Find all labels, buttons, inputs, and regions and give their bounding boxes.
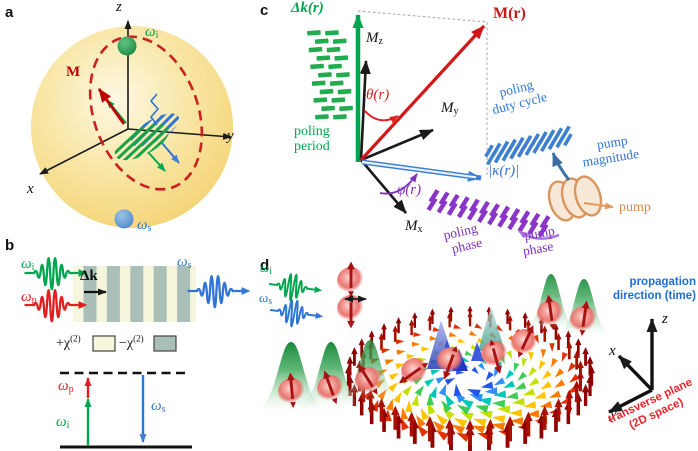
panel-c-graphics (307, 10, 614, 240)
z-axis-label-d: z (662, 311, 668, 327)
omega-i-level-label: ωi (56, 414, 70, 431)
panel-b-letter: b (5, 237, 15, 254)
crystal-stripes (83, 266, 191, 322)
omega-s-label-d: ωs (259, 290, 273, 307)
theta-arc (363, 109, 399, 124)
z-axis-label-a: z (116, 0, 122, 15)
panel-b-graphics (23, 257, 252, 449)
omega-s-label-a: ωs (137, 217, 152, 234)
signal-photon-dot (114, 209, 134, 229)
x-axis-label-a: x (27, 181, 34, 197)
omega-s-level-label: ωs (151, 398, 166, 415)
blue-squiggle-tail (149, 93, 160, 126)
idler-wavepacket-d (266, 270, 325, 306)
omega-p-level-label: ωp (58, 378, 74, 395)
chi-minus-swatch (153, 335, 177, 352)
omega-p-label-b: ωp (21, 289, 37, 306)
chi-minus-label: −χ(2) (119, 333, 144, 351)
chi-plus-swatch (92, 335, 116, 352)
My-axis (360, 128, 434, 162)
pump-phase-label: pump phase (521, 222, 556, 259)
omega-i-label-a: ωi (145, 24, 159, 41)
phi-label: φ(r) (397, 182, 422, 198)
kappa-label: |κ(r)| (488, 163, 520, 179)
panel-d-graphics (253, 261, 658, 451)
omega-i-label-d: ωi (260, 260, 272, 277)
spin-spheres (278, 261, 598, 409)
omega-s-label-b: ωs (177, 254, 192, 271)
Mz-label: Mz (366, 30, 383, 47)
phi-arc (379, 173, 418, 195)
x-axis (39, 128, 129, 175)
panel-a-graphics (31, 20, 233, 229)
delta-k-label-b: Δk (80, 268, 98, 284)
poling-duty-cycle-stripes (484, 125, 573, 166)
y-axis-d (608, 388, 653, 414)
poling-phase-stripes (426, 189, 551, 238)
signal-wavepacket (186, 275, 252, 309)
x-axis-label-d: x (609, 343, 616, 359)
idler-photon-dot (117, 36, 137, 56)
delta-k-r-label: Δk(r) (291, 0, 324, 16)
M-vector (359, 24, 486, 162)
propagation-label: propagation direction (time) (612, 276, 696, 302)
My-label: My (441, 100, 459, 117)
panel-d-letter: d (260, 257, 270, 274)
y-axis-label-d: y (610, 406, 617, 422)
green-arrow-down (147, 151, 166, 172)
omega-i-label-b: ωi (21, 256, 35, 273)
green-wavepacket-ellipse (114, 123, 170, 161)
kappa-vector-core (361, 160, 477, 179)
chi-plus-label: +χ(2) (56, 333, 81, 351)
pump-phase-arrow (518, 230, 560, 240)
blue-arrow (161, 142, 180, 164)
pump-arrow (583, 202, 614, 210)
Mx-axis (360, 159, 407, 214)
pump-coil (547, 175, 603, 222)
poling-period-stripes (307, 30, 353, 120)
pump-label: pump (619, 200, 651, 215)
x-axis-d (617, 354, 654, 392)
theta-label: θ(r) (366, 87, 390, 103)
Mx-label: Mx (405, 218, 423, 235)
magnetization-label-a: M (66, 64, 81, 80)
panel-c-letter: c (260, 2, 269, 19)
y-axis-label-a: y (227, 128, 234, 144)
magnetization-arrow (97, 88, 126, 125)
bloch-sphere (31, 26, 233, 228)
pump-magnitude-arrow (551, 152, 571, 181)
signal-wavepacket-d (267, 296, 326, 332)
panel-a-letter: a (5, 4, 14, 21)
M-r-label: M(r) (493, 5, 526, 22)
